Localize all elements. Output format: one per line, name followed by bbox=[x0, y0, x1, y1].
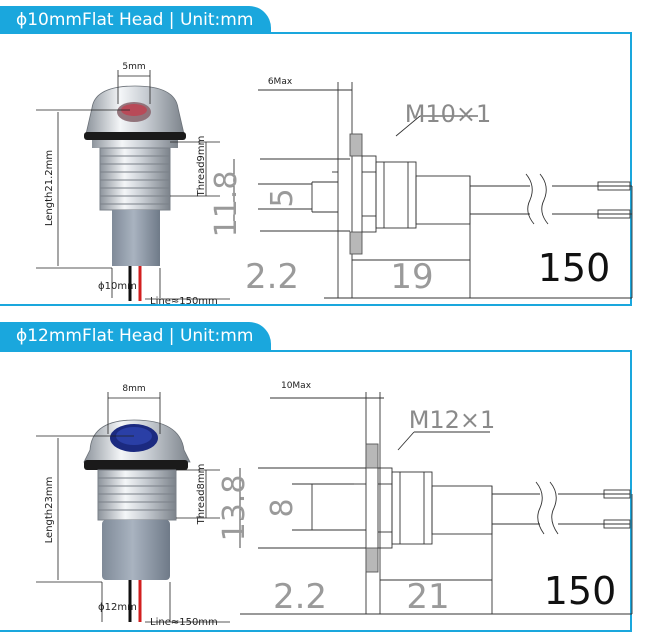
inner-dimension: 5 bbox=[265, 188, 300, 207]
section-12mm: ϕ12mmFlat Head | Unit:mm bbox=[0, 322, 650, 637]
flange-dimension: 2.2 bbox=[273, 577, 327, 617]
diagram-12mm: 8mm Length23mm Thread8mm ϕ12mm Line≈150m… bbox=[36, 381, 633, 628]
led-indicator-photo bbox=[84, 85, 186, 301]
thread-label: Thread8mm bbox=[196, 464, 207, 526]
section-frame bbox=[0, 350, 632, 632]
line-length-label: Line≈150mm bbox=[150, 617, 218, 628]
length-label: Length21.2mm bbox=[44, 150, 55, 226]
o-ring bbox=[84, 460, 188, 470]
line-length-label: Line≈150mm bbox=[150, 296, 218, 307]
height-dimension: 11.8 bbox=[209, 171, 244, 238]
head-width-label: 5mm bbox=[122, 62, 145, 72]
photo-dimensions bbox=[36, 70, 230, 300]
technical-drawing bbox=[239, 392, 633, 615]
section-title: ϕ12mmFlat Head | Unit:mm bbox=[0, 322, 272, 350]
thread-spec-label: M10×1 bbox=[405, 100, 492, 128]
diameter-label: ϕ12mm bbox=[98, 602, 137, 613]
head-width-label: 8mm bbox=[122, 384, 145, 394]
max-thickness-label: 6Max bbox=[268, 77, 293, 87]
body-length-dimension: 19 bbox=[390, 257, 433, 297]
section-title: ϕ10mmFlat Head | Unit:mm bbox=[0, 6, 272, 34]
photo-dimensions bbox=[36, 392, 230, 623]
diagram-10mm: 5mm Length21.2mm Thread9mm ϕ10mm Line≈15… bbox=[36, 62, 633, 307]
lens-highlight bbox=[121, 104, 147, 116]
wire-length-dimension: 150 bbox=[544, 569, 617, 613]
flange-dimension: 2.2 bbox=[245, 257, 299, 297]
inner-dimension: 8 bbox=[265, 498, 300, 517]
max-thickness-label: 10Max bbox=[281, 381, 312, 391]
section-10mm: ϕ10mmFlat Head | Unit:mm bbox=[0, 6, 650, 311]
height-dimension: 13.8 bbox=[217, 475, 252, 542]
length-label: Length23mm bbox=[44, 477, 55, 544]
thread-spec-label: M12×1 bbox=[409, 406, 496, 434]
wire-length-dimension: 150 bbox=[538, 246, 611, 290]
thread-label: Thread9mm bbox=[196, 136, 207, 198]
o-ring bbox=[84, 132, 186, 140]
section-frame bbox=[0, 32, 632, 306]
led-indicator-photo bbox=[83, 419, 191, 622]
technical-drawing bbox=[233, 82, 633, 299]
body-length-dimension: 21 bbox=[406, 577, 449, 617]
diameter-label: ϕ10mm bbox=[98, 281, 137, 292]
